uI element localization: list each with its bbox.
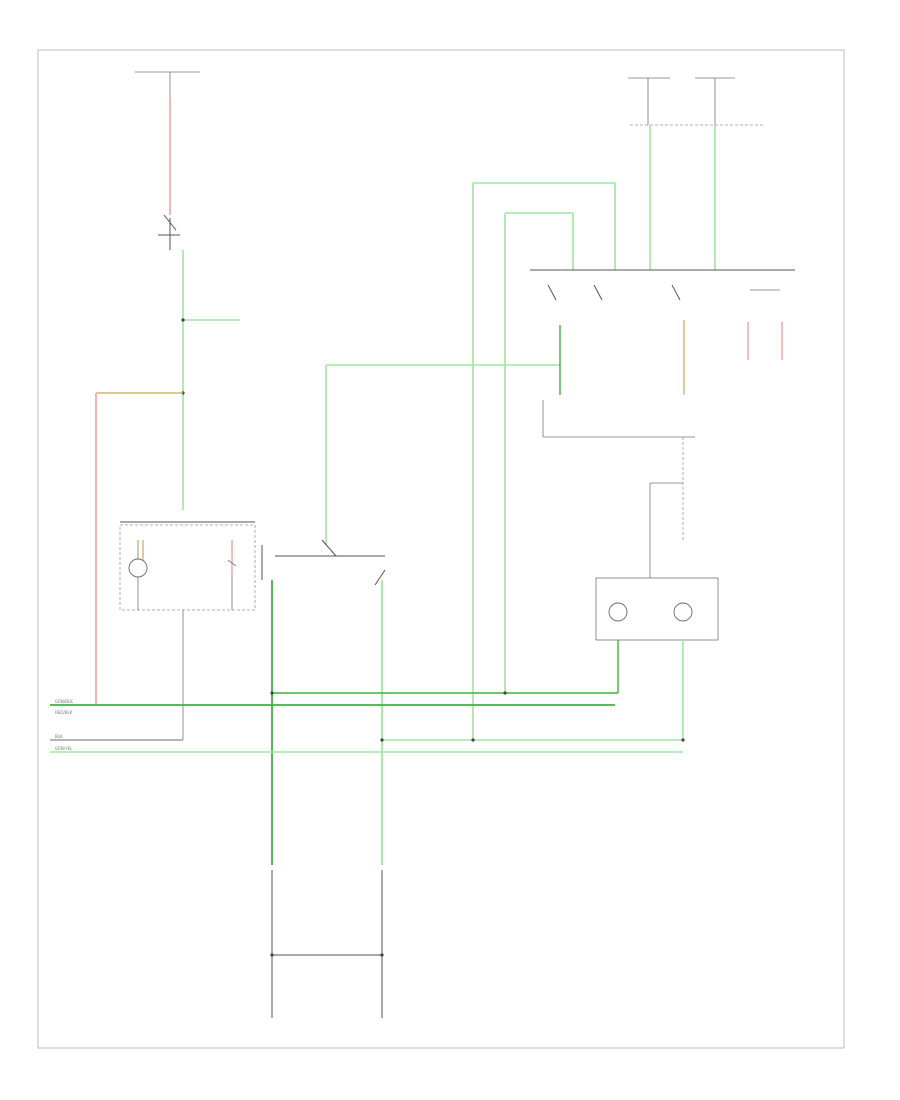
brake-switch-feed bbox=[135, 71, 240, 510]
legend-label-1: GRN/BLK bbox=[55, 699, 73, 704]
turn-signal-switch bbox=[261, 364, 560, 865]
flasher-unit bbox=[595, 437, 719, 740]
diagram-frame bbox=[37, 49, 845, 1049]
legend-label-2: RED/BLK bbox=[55, 710, 73, 715]
fuse-block bbox=[628, 77, 765, 270]
legend-label-4: GRN/YEL bbox=[55, 746, 73, 751]
indicator-module bbox=[119, 521, 256, 740]
bus-wires bbox=[50, 691, 685, 753]
left-power-wire bbox=[95, 392, 183, 705]
bulb-icon bbox=[128, 558, 148, 578]
legend-label-3: BLK bbox=[55, 734, 63, 739]
hazard-switch bbox=[530, 269, 795, 438]
left-indicator-bulb-icon bbox=[608, 602, 628, 622]
turn-lamps bbox=[270, 870, 384, 1018]
wire-legend: GRN/BLK RED/BLK BLK GRN/YEL bbox=[55, 699, 73, 751]
right-indicator-bulb-icon bbox=[673, 602, 693, 622]
hazard-feed-wires bbox=[472, 182, 616, 740]
